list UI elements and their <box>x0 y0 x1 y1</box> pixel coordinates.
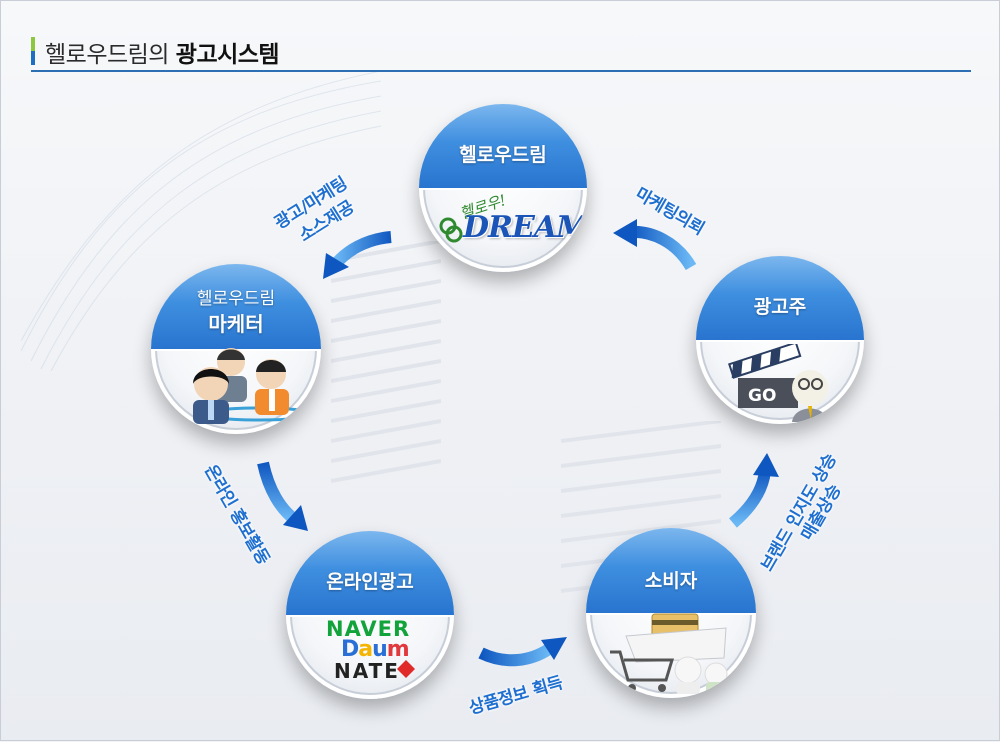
node-online-ad-header <box>286 531 454 617</box>
background-swirl <box>21 71 381 371</box>
title-underline <box>31 70 971 72</box>
shopping-cart-icon <box>610 613 728 694</box>
arrow-online-to-consumer-head <box>541 637 567 660</box>
node-marketer-subtitle: 헬로우드림 <box>196 289 276 309</box>
clapperboard-label: GO <box>748 386 777 406</box>
arrow-marketer-to-online <box>257 461 298 524</box>
node-advertiser-title: 광고주 <box>753 296 807 318</box>
arrow-online-to-consumer <box>478 643 553 667</box>
node-hellodream-title: 헬로우드림 <box>459 144 547 166</box>
arrow-hellodream-to-marketer-head <box>323 253 349 279</box>
hellodream-leaf-icon <box>439 217 463 243</box>
naver-logo: NAVER <box>326 617 411 641</box>
title-marker <box>31 37 39 65</box>
node-consumer-title: 소비자 <box>644 570 698 592</box>
marketers-people-icon <box>193 348 309 424</box>
page-title: 헬로우드림의 광고시스템 <box>45 35 280 69</box>
page-title-bold: 광고시스템 <box>175 42 280 68</box>
node-advertiser-header <box>696 256 864 342</box>
arrow-marketer-to-online-head <box>283 505 308 531</box>
nate-logo: NATE <box>334 659 400 683</box>
arrow-consumer-to-advertiser-head <box>753 453 779 477</box>
arrow-hellodream-to-marketer <box>330 231 392 269</box>
arrow-advertiser-to-hellodream-head <box>613 219 637 247</box>
node-hellodream-header <box>419 104 587 190</box>
node-hellodream: 헬로우드림 헬로우! DREAM <box>419 104 587 272</box>
node-marketer-title: 마케터 <box>208 312 264 336</box>
arrow-consumer-to-advertiser <box>729 470 771 528</box>
hellodream-logo-text: DREAM <box>463 210 587 245</box>
arrow-advertiser-to-hellodream <box>630 225 697 271</box>
node-advertiser: 광고주 GO <box>696 256 864 424</box>
node-marketer: 헬로우드림 마케터 <box>151 264 321 434</box>
page-title-prefix: 헬로우드림의 <box>45 42 176 68</box>
daum-logo: Daum <box>341 637 410 662</box>
nate-diamond-icon <box>397 660 415 678</box>
node-online-ad: 온라인광고 NAVER Daum NATE <box>286 531 454 699</box>
node-consumer: 소비자 <box>586 528 756 698</box>
clapperboard-icon <box>728 344 828 422</box>
page-header: 헬로우드림의 광고시스템 <box>31 37 971 73</box>
node-online-ad-title: 온라인광고 <box>326 571 414 593</box>
